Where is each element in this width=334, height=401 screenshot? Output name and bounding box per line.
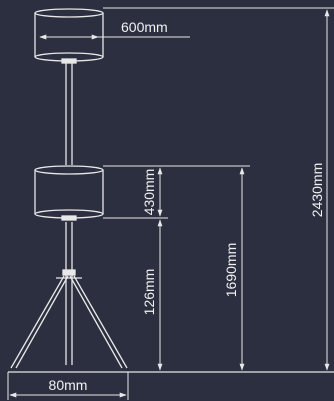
label-shade-height: 430mm xyxy=(141,169,157,216)
upper-lamp-shade xyxy=(34,8,104,64)
label-tripod-height: 126mm xyxy=(141,269,157,316)
lower-lamp-shade xyxy=(34,165,104,221)
lamp-pole xyxy=(65,63,73,365)
label-base-width: 80mm xyxy=(49,377,88,393)
label-total-height: 2430mm xyxy=(309,163,325,217)
tripod-stand xyxy=(10,269,128,369)
label-lower-shade-height: 1690mm xyxy=(223,243,239,297)
label-shade-width: 600mm xyxy=(121,19,168,35)
